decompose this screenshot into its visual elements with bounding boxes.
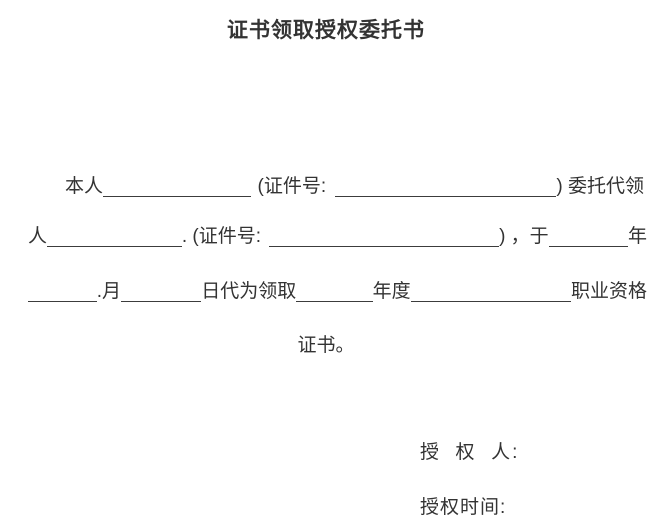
professional-qualification-label: 职业资格: [570, 281, 647, 302]
cert-year-blank: [296, 301, 373, 302]
on-date-label: ) ，于: [499, 226, 549, 247]
annual-label: 年度: [372, 281, 411, 302]
document-title: 证书领取授权委托书: [227, 19, 425, 42]
body-line-1: 本人 (证件号: ) 委托代领: [65, 174, 644, 200]
principal-name-blank: [103, 196, 251, 197]
day-blank: [121, 301, 202, 302]
month-label: .月: [96, 281, 122, 302]
body-line-2: 人 . (证件号: ) ，于 年: [28, 224, 647, 250]
authorizer-label: 授 权 人:: [420, 442, 520, 463]
agent-id-blank: [269, 246, 500, 247]
year-label: 年: [627, 226, 647, 247]
body-line-3: .月 日代为领取 年度 职业资格: [28, 279, 647, 305]
id-number-label: (证件号:: [257, 176, 327, 197]
collect-on-behalf-label: 日代为领取: [201, 281, 297, 302]
qualification-name-blank: [410, 301, 571, 302]
body-line-4-certificate: 证书。: [297, 335, 355, 356]
authorization-time-label: 授权时间:: [420, 497, 507, 516]
month-blank: [28, 301, 97, 302]
entrust-label: ) 委托代领: [556, 176, 644, 197]
agent-label: 人: [28, 226, 48, 247]
agent-name-blank: [47, 246, 182, 247]
principal-label: 本人: [65, 176, 104, 197]
year-blank: [548, 246, 628, 247]
principal-id-blank: [335, 196, 557, 197]
agent-id-number-label: . (证件号:: [181, 226, 262, 247]
